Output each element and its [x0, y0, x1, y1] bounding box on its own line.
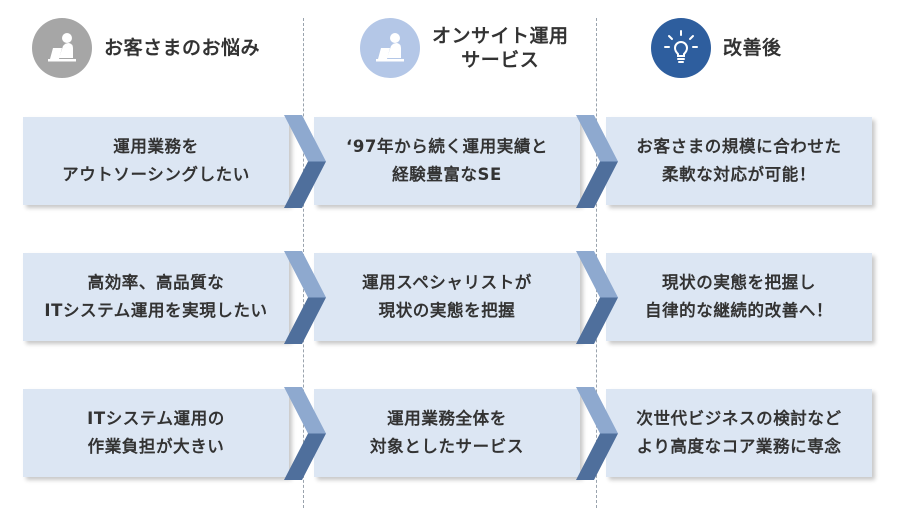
- box-text-line: 現状の実態を把握し: [662, 273, 816, 292]
- box-text-line: より高度なコア業務に専念: [636, 437, 842, 456]
- concern-box: 高効率、高品質な ITシステム運用を実現したい: [23, 253, 289, 341]
- box-text-line: 高効率、高品質な: [87, 273, 225, 292]
- header-title: オンサイト運用 サービス: [432, 24, 569, 72]
- header-title-line: サービス: [461, 49, 540, 71]
- outcome-box: 現状の実態を把握し 自律的な継続的改善へ！: [606, 253, 872, 341]
- box-text-line: 運用業務全体を: [387, 409, 507, 428]
- box-text-line: 対象としたサービス: [370, 437, 524, 456]
- lightbulb-icon: [651, 18, 711, 78]
- box-text-line: 現状の実態を把握: [378, 301, 516, 320]
- service-box: ‘97年から続く運用実績と 経験豊富なSE: [314, 117, 580, 205]
- box-text-line: アウトソーシングしたい: [62, 165, 250, 184]
- header-title-line: お客さまのお悩み: [104, 37, 261, 59]
- box-text-line: お客さまの規模に合わせた: [636, 137, 842, 156]
- service-box: 運用業務全体を 対象としたサービス: [314, 389, 580, 477]
- person-at-laptop-icon: [360, 18, 420, 78]
- service-box: 運用スペシャリストが 現状の実態を把握: [314, 253, 580, 341]
- chevron-right-icon: [576, 251, 618, 344]
- concern-box: 運用業務を アウトソーシングしたい: [23, 117, 289, 205]
- box-text-line: 運用スペシャリストが: [362, 273, 532, 292]
- box-text-line: 経験豊富なSE: [392, 165, 502, 184]
- box-text-line: ITシステム運用の: [87, 409, 225, 428]
- chevron-right-icon: [576, 115, 618, 208]
- box-text-line: ‘97年から続く運用実績と: [345, 137, 549, 156]
- header-title-line: オンサイト運用: [432, 25, 569, 47]
- outcome-box: お客さまの規模に合わせた 柔軟な対応が可能！: [606, 117, 872, 205]
- box-text-line: 運用業務を: [113, 137, 199, 156]
- box-text-line: ITシステム運用を実現したい: [44, 301, 268, 320]
- header-title-line: 改善後: [723, 37, 782, 59]
- chevron-right-icon: [284, 387, 326, 480]
- box-text-line: 自律的な継続的改善へ！: [644, 301, 834, 320]
- chevron-right-icon: [576, 387, 618, 480]
- chevron-right-icon: [284, 251, 326, 344]
- header-onsite-service: オンサイト運用 サービス: [360, 14, 569, 82]
- header-after-improvement: 改善後: [651, 14, 782, 82]
- person-at-laptop-icon: [32, 18, 92, 78]
- concern-box: ITシステム運用の 作業負担が大きい: [23, 389, 289, 477]
- box-text-line: 次世代ビジネスの検討など: [636, 409, 842, 428]
- header-title: お客さまのお悩み: [104, 36, 260, 60]
- box-text-line: 作業負担が大きい: [87, 437, 225, 456]
- header-title: 改善後: [723, 36, 782, 60]
- outcome-box: 次世代ビジネスの検討など より高度なコア業務に専念: [606, 389, 872, 477]
- chevron-right-icon: [284, 115, 326, 208]
- box-text-line: 柔軟な対応が可能！: [662, 165, 816, 184]
- header-customer-concerns: お客さまのお悩み: [32, 14, 260, 82]
